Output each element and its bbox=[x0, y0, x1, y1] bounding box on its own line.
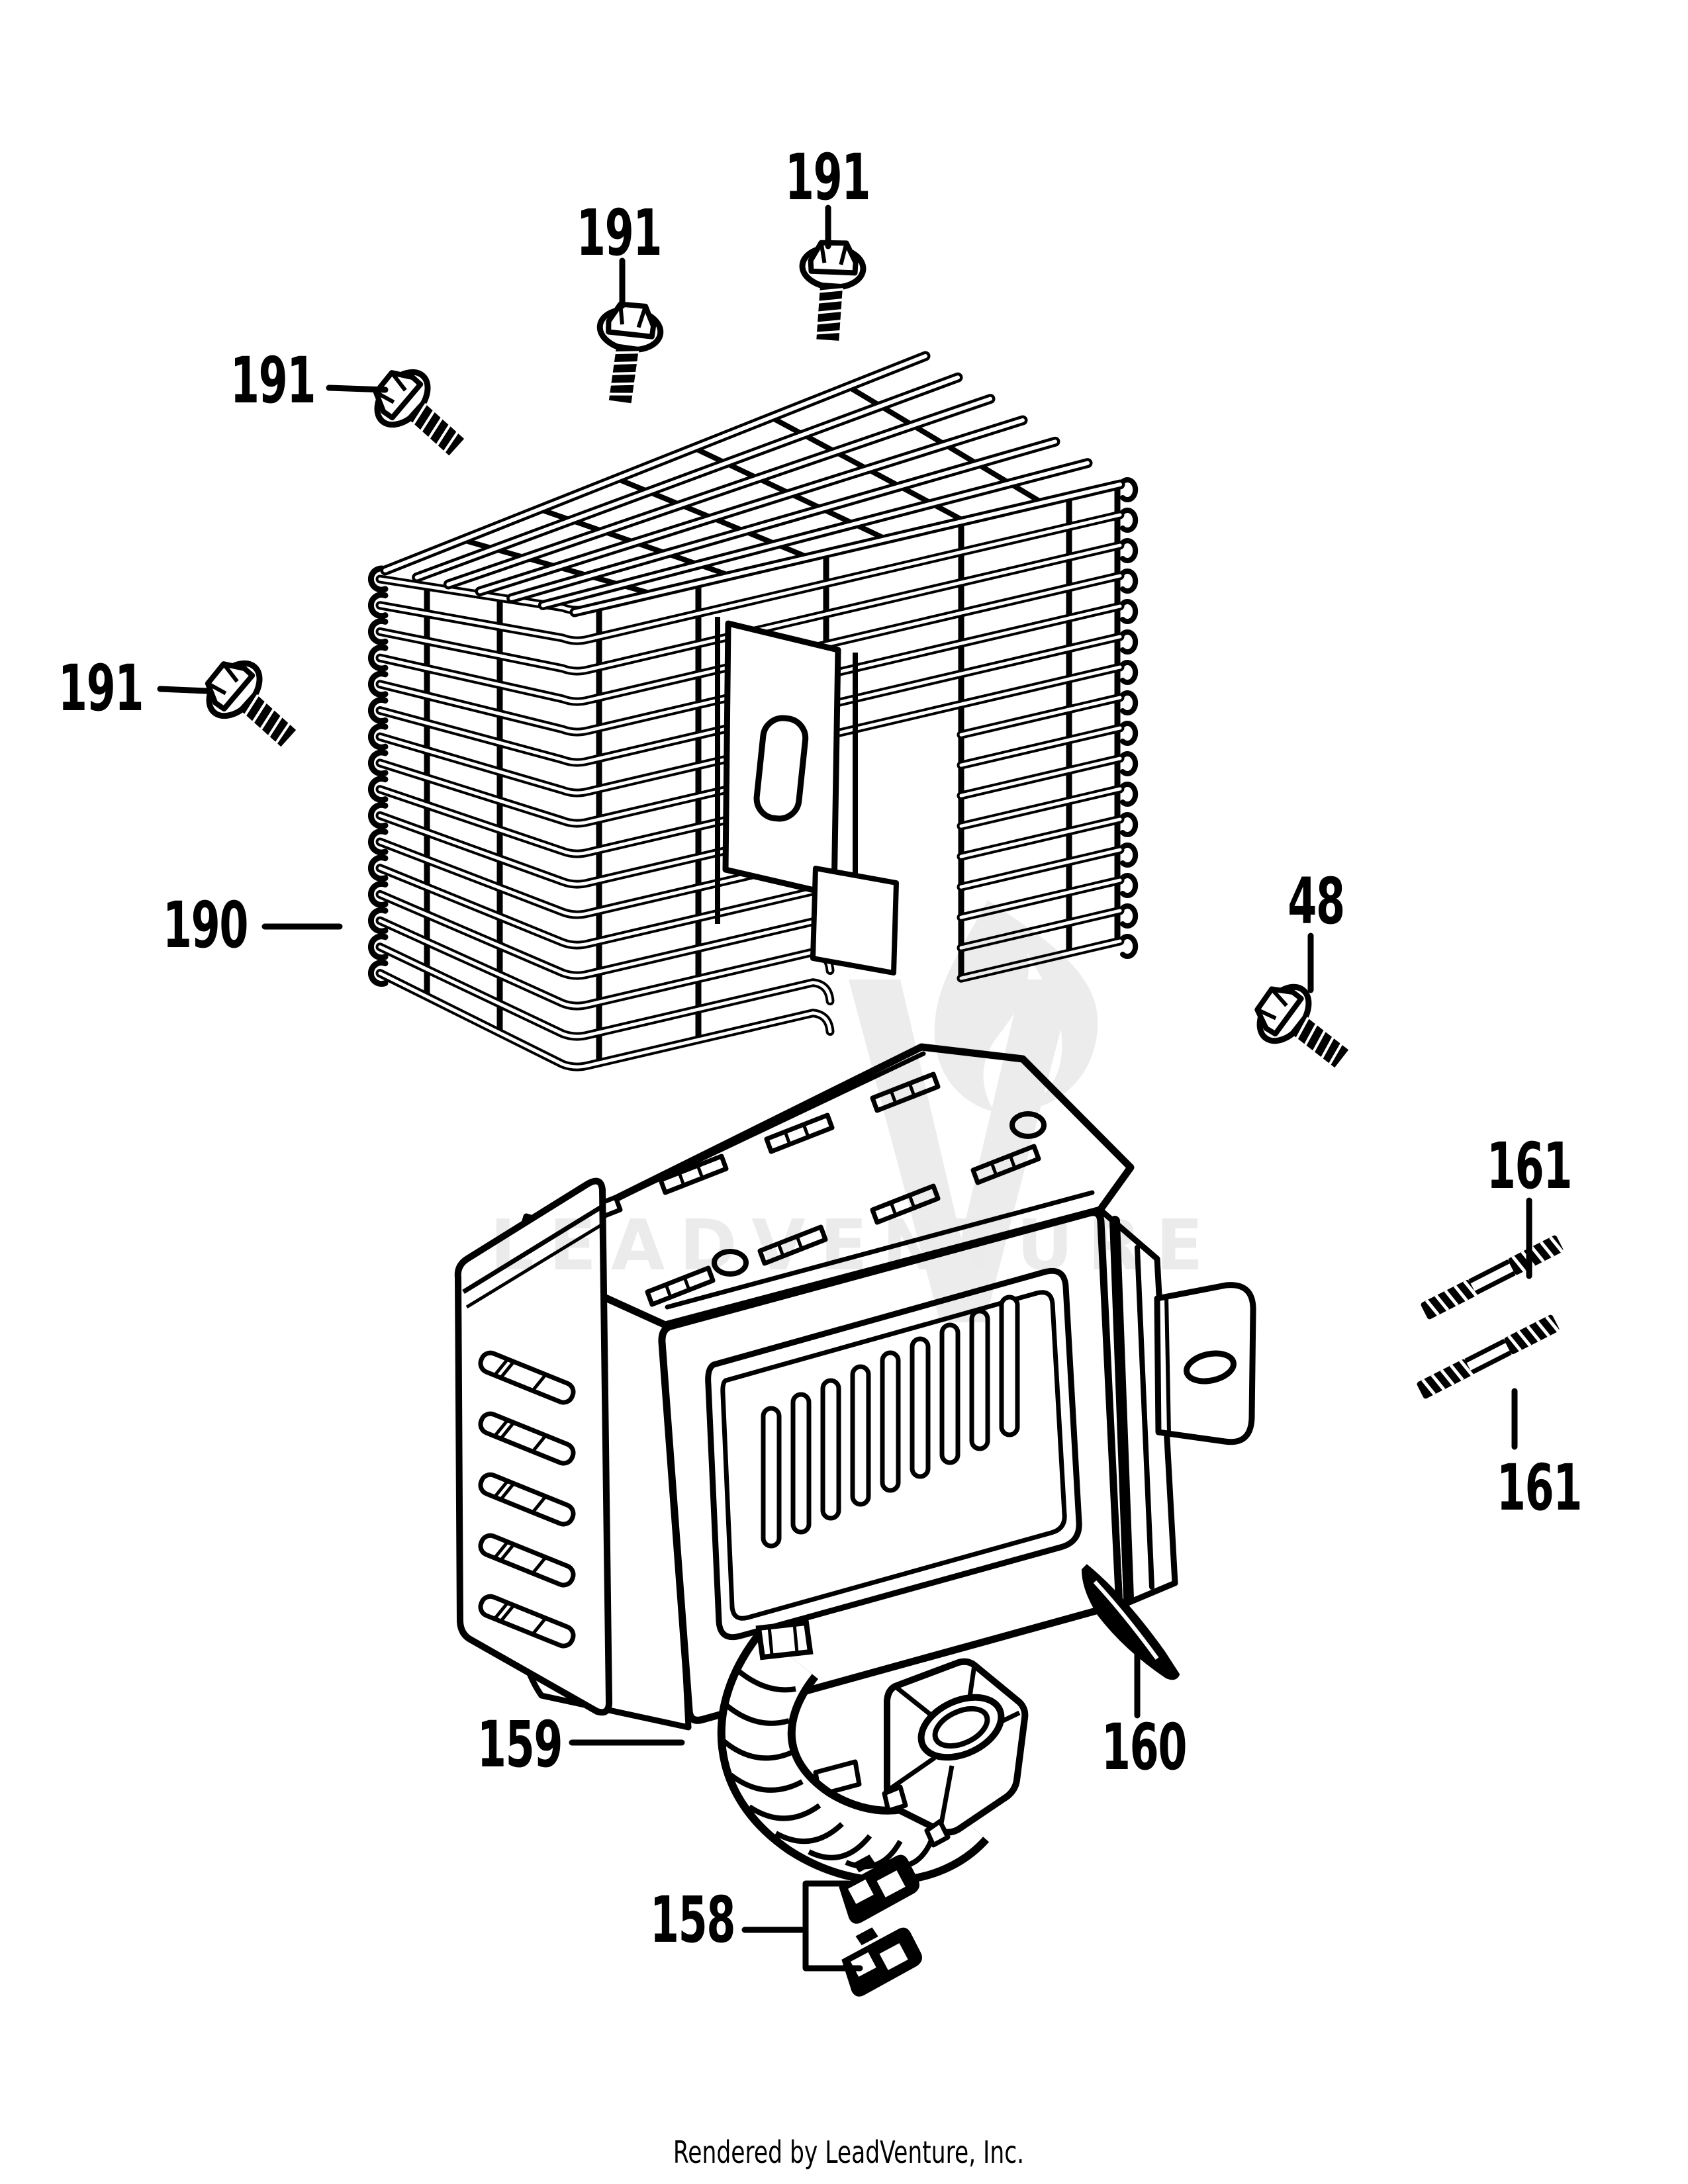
bolt-191-upper-left bbox=[363, 359, 477, 469]
callout-48: 48 bbox=[1288, 864, 1345, 938]
bolt-191-far-left bbox=[195, 650, 309, 760]
muffler-assembly-drawing bbox=[498, 1043, 1256, 1797]
callout-161-lower: 161 bbox=[1496, 1451, 1583, 1525]
stud-161-lower bbox=[1416, 1314, 1560, 1399]
bolt-191-top-center bbox=[590, 300, 664, 406]
callout-191-top-right: 191 bbox=[784, 140, 871, 214]
callout-161-upper: 161 bbox=[1486, 1129, 1573, 1203]
callout-159: 159 bbox=[477, 1707, 563, 1782]
muffler-side-shield bbox=[454, 1177, 613, 1716]
callout-191-far-left: 191 bbox=[58, 651, 144, 725]
exhaust-pipe-drawing bbox=[717, 1619, 1029, 1885]
callout-158: 158 bbox=[649, 1883, 736, 1957]
callout-191-top-center: 191 bbox=[576, 196, 663, 270]
callout-191-upper-left: 191 bbox=[230, 343, 316, 418]
bolt-48 bbox=[1246, 974, 1360, 1083]
callout-leader-lines bbox=[157, 205, 1532, 1972]
footer-credit: Rendered by LeadVenture, Inc. bbox=[673, 2134, 1025, 2170]
callout-160: 160 bbox=[1101, 1710, 1188, 1784]
deflector-drawing bbox=[1081, 1564, 1180, 1680]
bolt-191-top-right bbox=[797, 240, 865, 342]
callout-190: 190 bbox=[162, 888, 249, 962]
grille-mounting-bracket bbox=[715, 617, 899, 976]
clamp-158-lower bbox=[833, 1915, 928, 1999]
stud-161-upper bbox=[1420, 1234, 1564, 1320]
